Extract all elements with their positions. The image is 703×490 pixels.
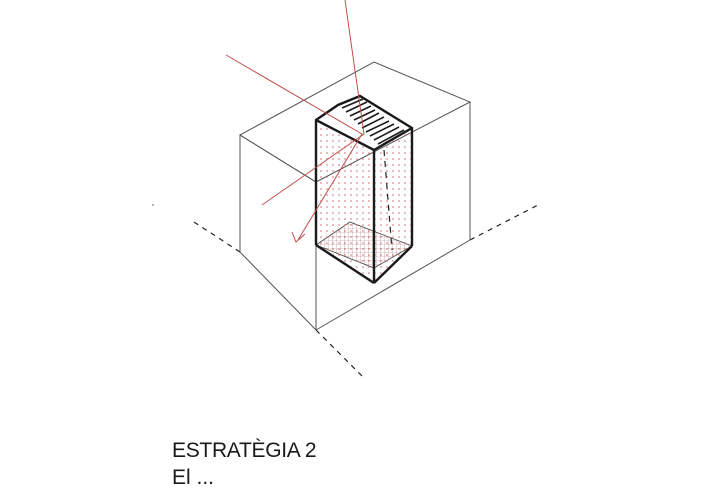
- axis-right: [469, 203, 541, 241]
- ray-1-arrowhead: [291, 231, 306, 243]
- axis-front: [315, 329, 365, 379]
- ground-axes: [193, 203, 541, 379]
- caption-subtitle: El ...: [172, 466, 215, 489]
- tower-frame: [314, 94, 414, 285]
- ray-1: [225, 54, 363, 241]
- tower-left-face: [316, 120, 374, 283]
- stray-dot: [152, 204, 154, 206]
- isometric-strategy-diagram: [152, 0, 541, 379]
- tower-right-face: [374, 128, 412, 283]
- caption-title: ESTRATÈGIA 2: [172, 439, 317, 462]
- tower-hidden-edge: [383, 149, 393, 251]
- sun-rays: [225, 0, 365, 243]
- ray-2: [261, 0, 365, 206]
- axis-left: [193, 221, 241, 253]
